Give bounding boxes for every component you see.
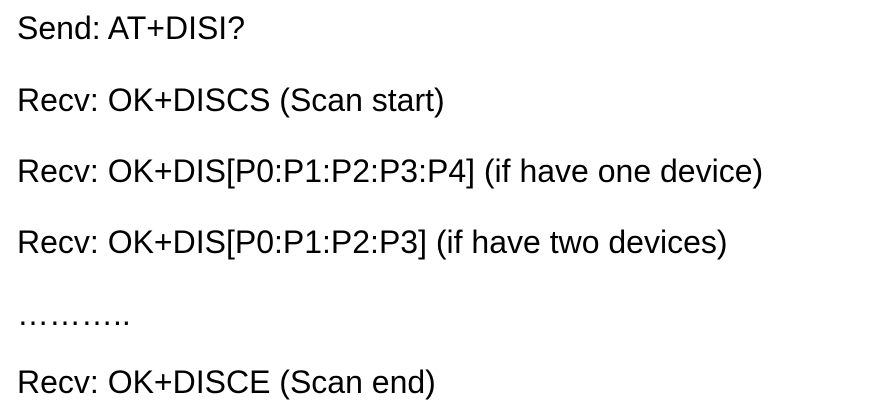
ellipsis-line: ……….. <box>17 296 131 332</box>
send-command-line: Send: AT+DISI? <box>17 10 245 46</box>
scan-end-response-line: Recv: OK+DISCE (Scan end) <box>17 364 436 400</box>
two-devices-response-line: Recv: OK+DIS[P0:P1:P2:P3] (if have two d… <box>17 224 728 260</box>
one-device-response-line: Recv: OK+DIS[P0:P1:P2:P3:P4] (if have on… <box>17 153 764 189</box>
scan-start-response-line: Recv: OK+DISCS (Scan start) <box>17 82 445 118</box>
